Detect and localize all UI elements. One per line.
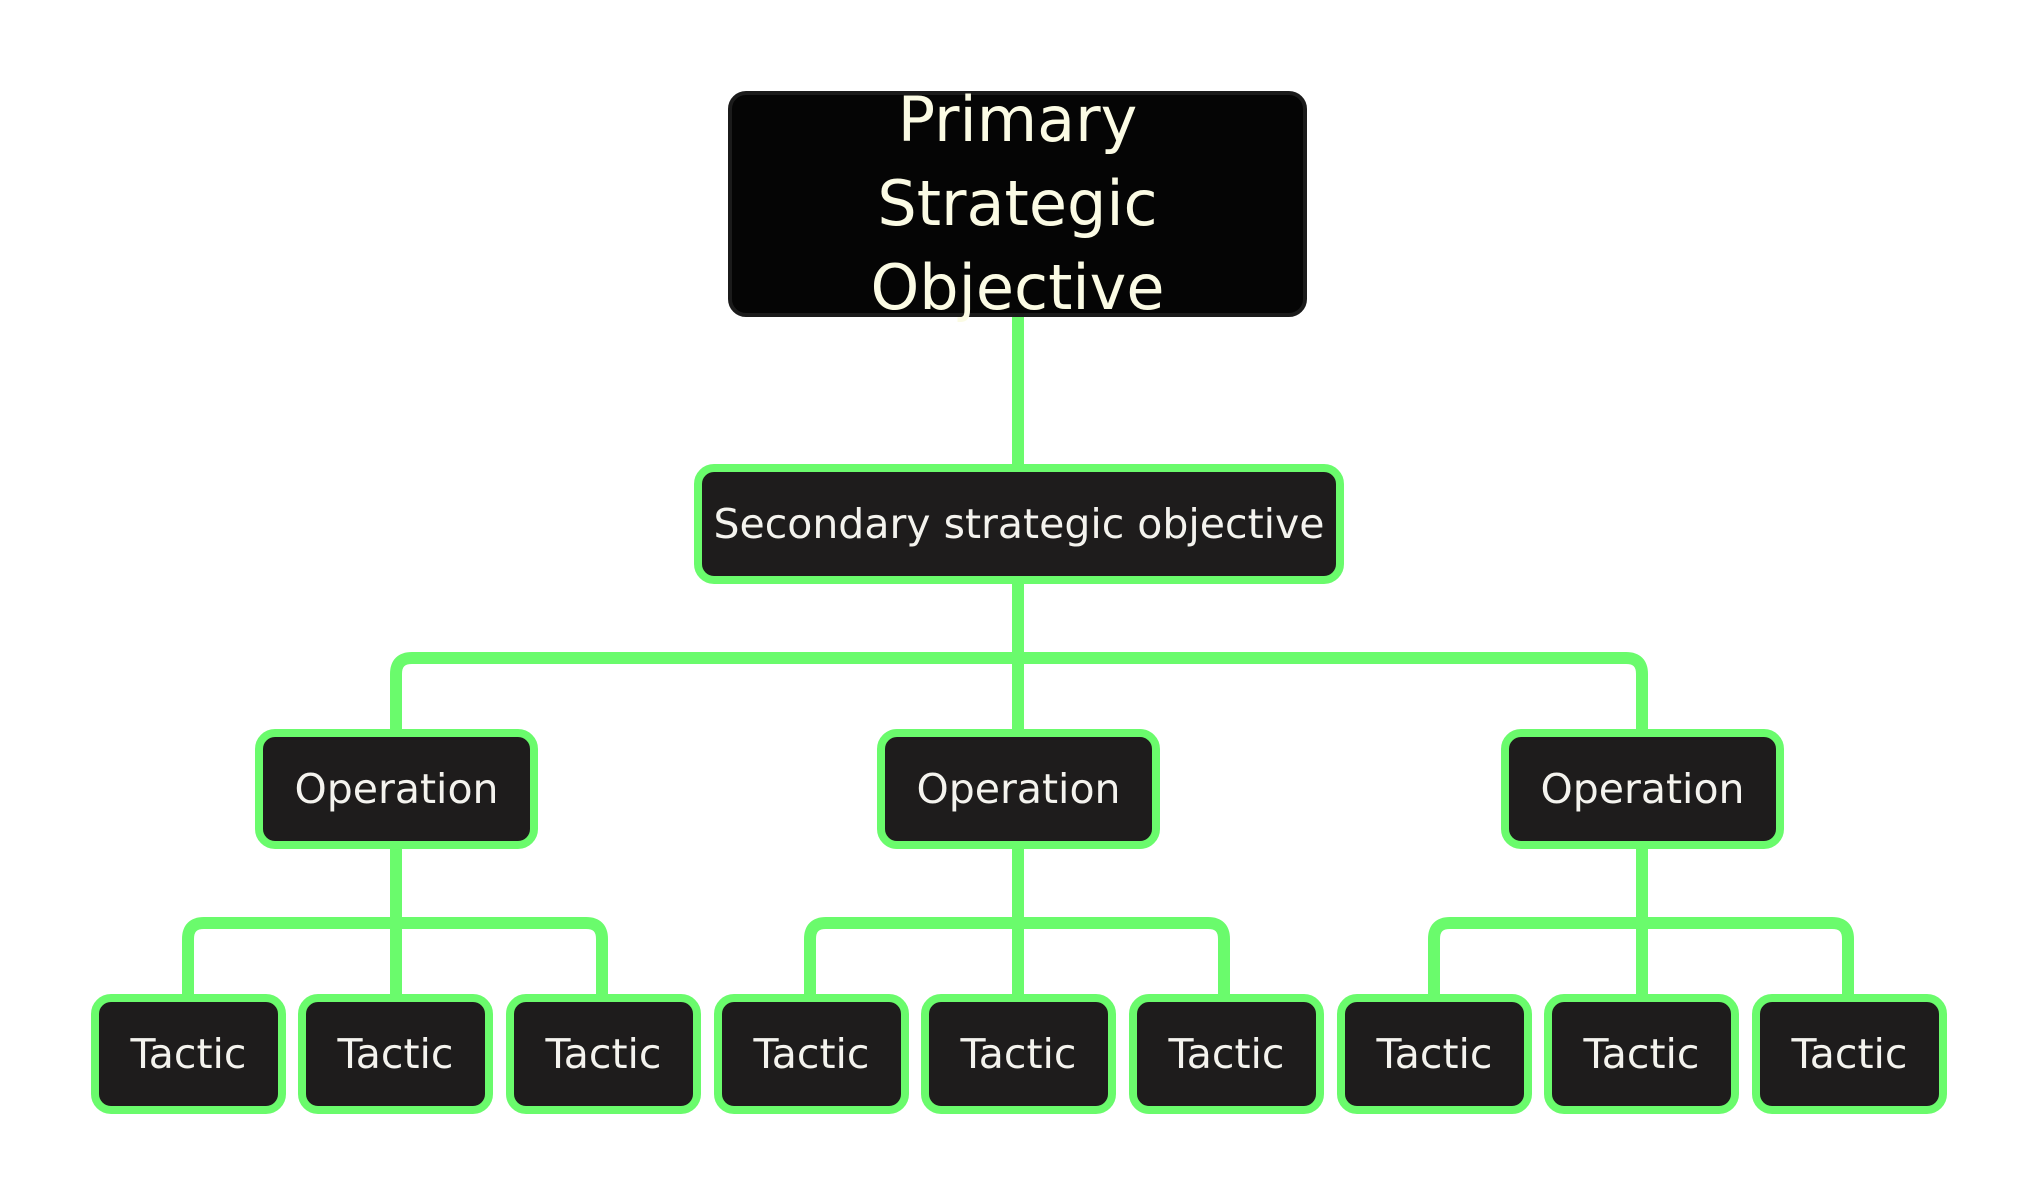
tactic-label: Tactic — [545, 1030, 662, 1078]
tactic-label: Tactic — [337, 1030, 454, 1078]
secondary-objective-label: Secondary strategic objective — [713, 500, 1325, 548]
tactic-node-3-1[interactable]: Tactic — [1337, 994, 1532, 1114]
tactic-label: Tactic — [1583, 1030, 1700, 1078]
tactic-label: Tactic — [1168, 1030, 1285, 1078]
connector-operation-3-to-tactics — [1428, 849, 1854, 994]
tactic-node-2-1[interactable]: Tactic — [714, 994, 909, 1114]
tactic-node-1-3[interactable]: Tactic — [506, 994, 701, 1114]
tactic-node-2-2[interactable]: Tactic — [921, 994, 1116, 1114]
operation-label: Operation — [294, 765, 499, 813]
operation-node-2[interactable]: Operation — [877, 729, 1160, 849]
operation-label: Operation — [916, 765, 1121, 813]
tactic-label: Tactic — [960, 1030, 1077, 1078]
secondary-objective-node[interactable]: Secondary strategic objective — [694, 464, 1344, 584]
operation-node-3[interactable]: Operation — [1501, 729, 1784, 849]
operation-node-1[interactable]: Operation — [255, 729, 538, 849]
tactic-node-1-1[interactable]: Tactic — [91, 994, 286, 1114]
tactic-node-3-2[interactable]: Tactic — [1544, 994, 1739, 1114]
operation-label: Operation — [1540, 765, 1745, 813]
tactic-node-2-3[interactable]: Tactic — [1129, 994, 1324, 1114]
tactic-label: Tactic — [1791, 1030, 1908, 1078]
primary-objective-node[interactable]: Primary Strategic Objective — [728, 83, 1307, 324]
connector-secondary-to-operations — [390, 584, 1648, 729]
tactic-label: Tactic — [130, 1030, 247, 1078]
primary-objective-label: Primary Strategic Objective — [870, 83, 1165, 324]
connector-operation-1-to-tactics — [182, 849, 608, 994]
tactic-label: Tactic — [1376, 1030, 1493, 1078]
connector-operation-2-to-tactics — [804, 849, 1230, 994]
tactic-label: Tactic — [753, 1030, 870, 1078]
tactic-node-1-2[interactable]: Tactic — [298, 994, 493, 1114]
tactic-node-3-3[interactable]: Tactic — [1752, 994, 1947, 1114]
